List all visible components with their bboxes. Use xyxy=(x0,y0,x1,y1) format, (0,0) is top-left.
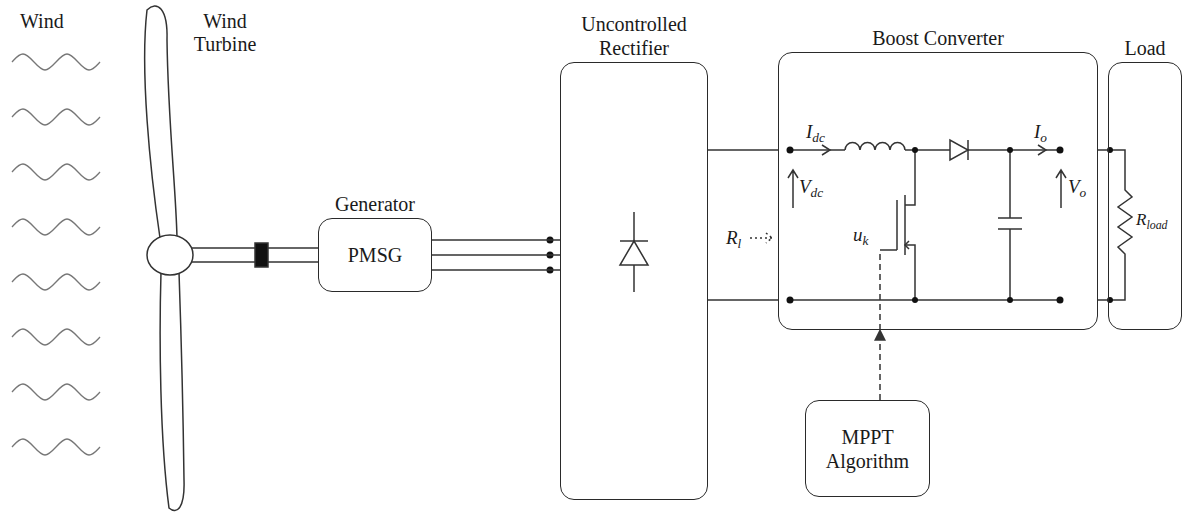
power-wire xyxy=(432,240,560,270)
wind-wave xyxy=(12,274,100,290)
turbine xyxy=(145,6,318,511)
control-arrow xyxy=(879,330,881,400)
control-signal xyxy=(879,252,881,330)
terminal-dots xyxy=(787,147,1114,304)
wind-waves xyxy=(12,54,100,455)
wind-wave xyxy=(12,439,100,455)
signal-name: uk xyxy=(853,224,868,246)
wind-wave xyxy=(12,219,100,235)
diode-symbol xyxy=(620,212,648,292)
block-label: PMSG xyxy=(348,243,402,267)
block-heading: Boost Converter xyxy=(872,26,1004,50)
terminal-dots xyxy=(787,147,794,154)
mosfet-arrow xyxy=(905,241,909,249)
coupling xyxy=(255,243,268,267)
signal-name: Idc xyxy=(806,121,825,143)
algorithm-box: MPPT Algorithm xyxy=(805,400,930,497)
turbine-blade xyxy=(160,272,184,511)
inductor xyxy=(845,143,905,150)
wind-wave xyxy=(12,164,100,180)
block-box: Load xyxy=(1108,62,1182,330)
turbine-blade xyxy=(145,6,177,238)
terminal-dots xyxy=(1057,297,1064,304)
terminal-dots xyxy=(1057,147,1064,154)
block-box: GeneratorPMSG xyxy=(318,218,432,292)
output-diode xyxy=(950,140,968,160)
block-heading: Generator xyxy=(335,192,415,216)
capacitor xyxy=(998,150,1022,300)
current-arrow xyxy=(1038,145,1046,155)
load-circuit xyxy=(1108,150,1132,300)
terminal-dots xyxy=(912,147,918,153)
resistance-arrow xyxy=(750,233,772,243)
mosfet-switch xyxy=(880,150,915,300)
part-name: Wind xyxy=(20,10,64,33)
block-box: Uncontrolled Rectifier xyxy=(560,62,708,500)
terminal-dots xyxy=(787,297,794,304)
turbine-hub xyxy=(147,235,193,275)
terminal-dots xyxy=(912,297,918,303)
wind-wave xyxy=(12,54,100,70)
block-box: Boost Converter xyxy=(778,52,1098,330)
shaft xyxy=(190,247,318,249)
signal-name: Rl xyxy=(726,227,741,249)
terminal-dots xyxy=(1007,297,1013,303)
block-heading: Uncontrolled Rectifier xyxy=(559,12,709,60)
signal-name: Io xyxy=(1034,121,1047,143)
boost-circuit xyxy=(790,299,1060,301)
wind-wave xyxy=(12,329,100,345)
boost-circuit xyxy=(790,149,845,151)
block-label: MPPT Algorithm xyxy=(818,425,918,473)
signal-name: Vdc xyxy=(799,176,823,198)
boost-circuit xyxy=(750,140,1066,330)
current-arrow xyxy=(822,145,830,155)
power-wire xyxy=(708,150,778,300)
voltage-arrow xyxy=(788,170,798,208)
signal-name: Vo xyxy=(1068,176,1086,198)
block-heading: Load xyxy=(1124,36,1165,60)
resistor-symbol xyxy=(1108,150,1132,300)
part-name: Wind Turbine xyxy=(182,10,268,56)
shaft xyxy=(190,261,318,263)
voltage-arrow xyxy=(1056,170,1066,208)
diode-symbol xyxy=(620,240,648,242)
wind-wave xyxy=(12,109,100,125)
boost-circuit xyxy=(905,149,950,151)
wind-wave xyxy=(12,384,100,400)
signal-name: Rload xyxy=(1136,210,1168,230)
power-wire xyxy=(1098,150,1108,300)
diode-symbol xyxy=(620,241,648,265)
terminal-dots xyxy=(1007,147,1013,153)
